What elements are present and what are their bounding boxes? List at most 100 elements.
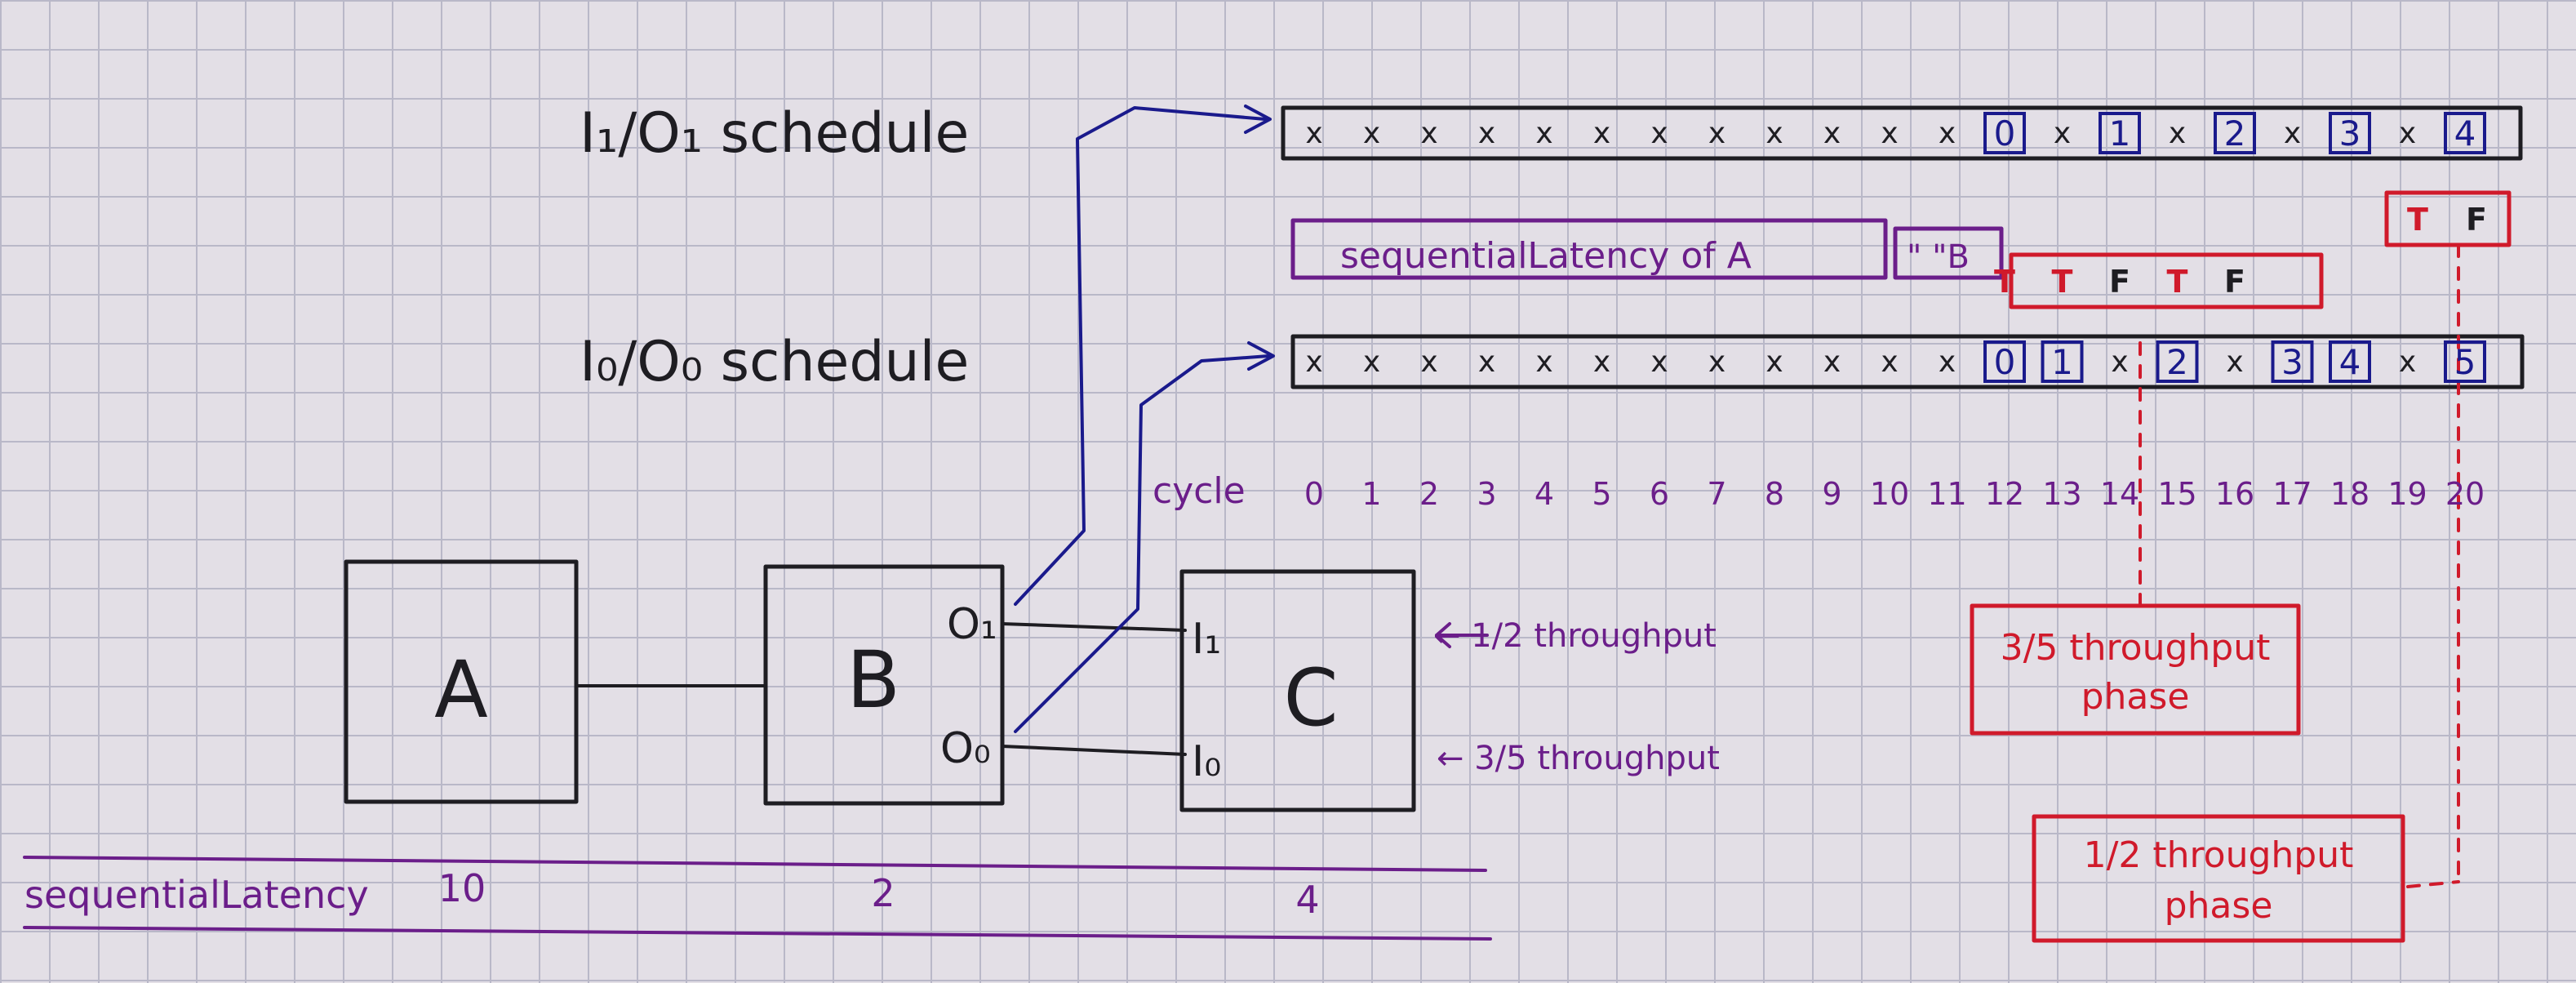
- wire-o0-i0: [1001, 745, 1187, 756]
- schedule-cell-box: [1983, 340, 2026, 383]
- tf-top-box: [2384, 190, 2512, 247]
- schedule-cell-token: 4: [2339, 342, 2361, 382]
- wire-o1-i1: [1001, 622, 1187, 632]
- latency-c-value: 4: [1295, 878, 1319, 922]
- cycle-number: 4: [1534, 476, 1554, 512]
- schedule-cell-idle: x: [1708, 345, 1725, 379]
- i0-throughput-label: ← 3/5 throughput: [1437, 740, 1720, 777]
- schedule-cell-box: [2099, 112, 2141, 154]
- schedule-cell-idle: x: [1535, 345, 1552, 379]
- schedule-cell-idle: x: [2399, 117, 2416, 150]
- cycle-number: 7: [1707, 476, 1726, 512]
- schedule-cell-box: [2444, 112, 2486, 154]
- phase35-line1: 3/5 throughput: [2001, 627, 2271, 669]
- cycle-number: 1: [1361, 476, 1381, 512]
- schedule0-label: I₀/O₀ schedule: [580, 330, 969, 394]
- box-b-label: B: [846, 634, 900, 726]
- phase12-box: [2032, 814, 2405, 943]
- schedule-cell-token: 1: [2051, 342, 2073, 382]
- schedule-cell-box: [2214, 112, 2256, 154]
- cycle-number: 16: [2215, 476, 2254, 512]
- latency-b-value: 2: [871, 871, 895, 915]
- schedule-cell-idle: x: [2054, 117, 2071, 150]
- schedule-cell-box: [2444, 340, 2486, 383]
- schedule-cell-idle: x: [2169, 117, 2186, 150]
- schedule-cell-box: [1983, 112, 2026, 154]
- cycle-number: 12: [1985, 476, 2024, 512]
- port-i1-label: I₁: [1192, 615, 1221, 664]
- schedule-cell-idle: x: [1363, 345, 1380, 379]
- schedule-cell-idle: x: [1420, 117, 1437, 150]
- latency-a-value: 10: [438, 866, 486, 910]
- box-c: [1179, 569, 1416, 812]
- cycle-number: 11: [1927, 476, 1966, 512]
- i1-throughput-arrow: [1435, 622, 1489, 648]
- schedule-cell-token: 0: [1994, 113, 2016, 153]
- tf-value: F: [2109, 264, 2130, 300]
- schedule-cell-idle: x: [1305, 345, 1322, 379]
- phase12-dashed-connector: [2406, 880, 2460, 888]
- arrow-o0-to-schedule0: [1014, 354, 1270, 733]
- cycle-number: 14: [2100, 476, 2139, 512]
- schedule-cell-box: [2041, 340, 2084, 383]
- schedule-cell-idle: x: [2226, 345, 2243, 379]
- schedule-cell-idle: x: [1708, 117, 1725, 150]
- schedule-cell-idle: x: [1478, 345, 1495, 379]
- schedule-cell-idle: x: [1823, 117, 1841, 150]
- schedule-cell-idle: x: [1478, 117, 1495, 150]
- schedule-cell-idle: x: [1535, 117, 1552, 150]
- schedule0-row-box: [1290, 334, 2525, 389]
- seqlat-a-bracket: [1290, 218, 1888, 280]
- tf-value: T: [1994, 264, 2015, 300]
- tf-value: T: [2407, 202, 2428, 238]
- tf-value: F: [2224, 264, 2245, 300]
- schedule-cell-idle: x: [1650, 345, 1668, 379]
- schedule-cell-idle: x: [2111, 345, 2128, 379]
- box-a-label: A: [434, 644, 488, 736]
- schedule-cell-idle: x: [1881, 345, 1898, 379]
- phase12-line1: 1/2 throughput: [2084, 834, 2354, 876]
- cycle-number: 6: [1650, 476, 1669, 512]
- seqlat-b-label: " "B: [1907, 238, 1970, 276]
- cycle-number: 19: [2387, 476, 2427, 512]
- cycle-number: 2: [1419, 476, 1439, 512]
- cycle-number: 17: [2272, 476, 2312, 512]
- schedule-cell-token: 3: [2281, 342, 2303, 382]
- phase12-line2: phase: [2165, 885, 2273, 927]
- schedule-cell-token: 4: [2454, 113, 2476, 153]
- tf-value: F: [2466, 202, 2487, 238]
- cycle-number: 20: [2445, 476, 2485, 512]
- schedule-cell-idle: x: [1939, 117, 1956, 150]
- tf-value: T: [2167, 264, 2188, 300]
- box-a: [344, 559, 579, 804]
- schedule-cell-token: 3: [2339, 113, 2361, 153]
- schedule-cell-idle: x: [1823, 345, 1841, 379]
- schedule-cell-token: 0: [1994, 342, 2016, 382]
- port-o0-label: O₀: [940, 724, 991, 773]
- seqlat-row-label: sequentialLatency: [24, 873, 369, 917]
- box-c-label: C: [1283, 652, 1338, 744]
- arrow-o0-head: [1247, 341, 1275, 371]
- port-i0-label: I₀: [1192, 737, 1221, 786]
- schedule-cell-idle: x: [1363, 117, 1380, 150]
- schedule-cell-token: 1: [2109, 113, 2131, 153]
- cycle-number: 0: [1304, 476, 1324, 512]
- arrow-o1-to-schedule1: [1014, 106, 1267, 606]
- schedule-cell-token: 5: [2454, 342, 2476, 382]
- phase35-box: [1970, 603, 2301, 736]
- cycle-number: 10: [1870, 476, 1909, 512]
- cycle-number: 8: [1765, 476, 1784, 512]
- schedule-cell-idle: x: [1593, 345, 1610, 379]
- schedule-cell-idle: x: [1765, 345, 1783, 379]
- schedule-cell-idle: x: [1765, 117, 1783, 150]
- schedule-cell-idle: x: [1593, 117, 1610, 150]
- cycle-number: 5: [1592, 476, 1611, 512]
- cycle-number: 9: [1822, 476, 1841, 512]
- schedule-cell-idle: x: [2284, 117, 2301, 150]
- schedule-cell-idle: x: [1305, 117, 1322, 150]
- schedule-cell-token: 2: [2166, 342, 2188, 382]
